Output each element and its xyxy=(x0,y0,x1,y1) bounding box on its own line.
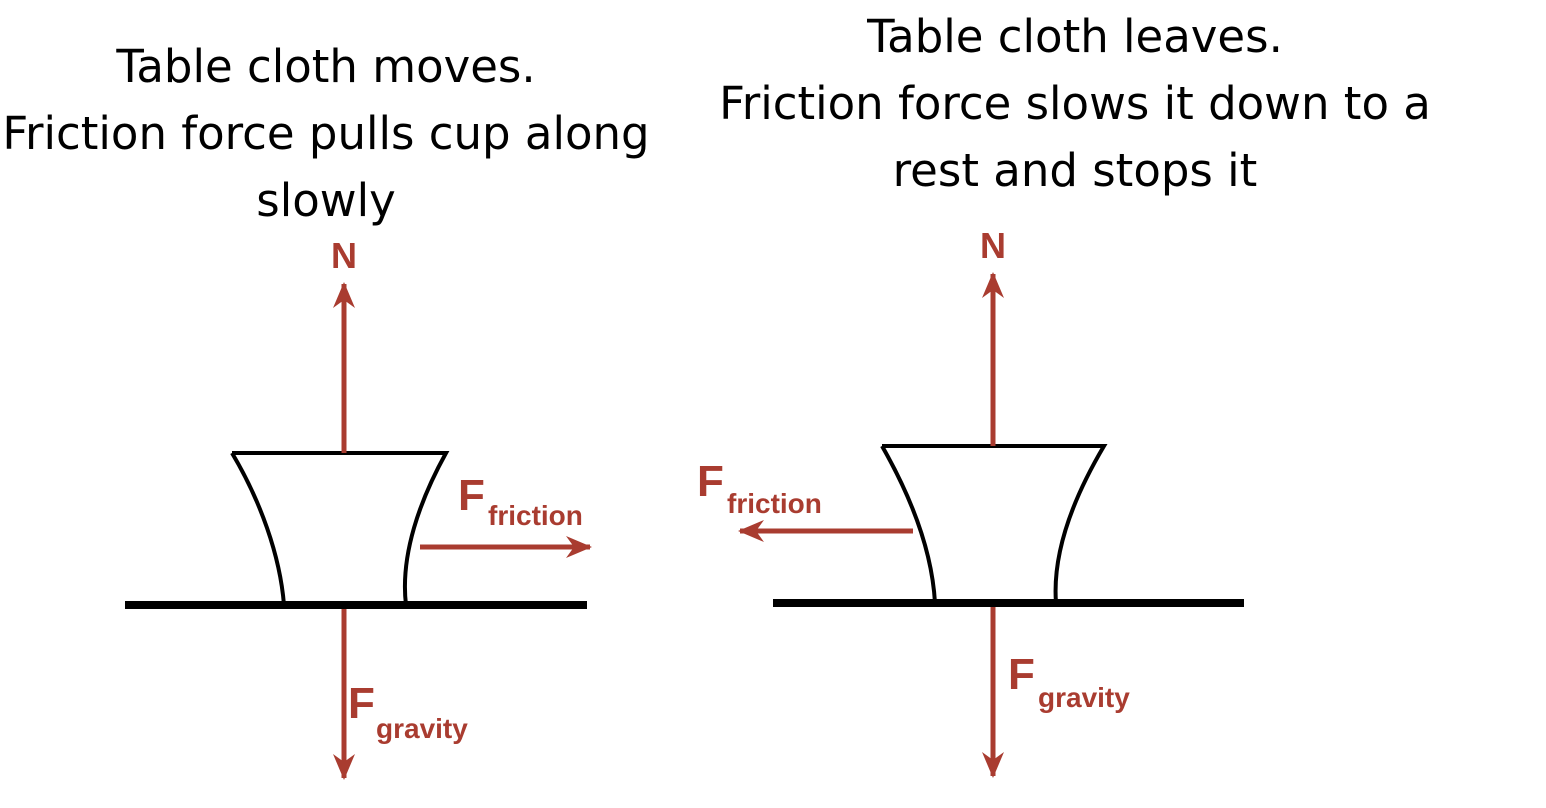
left-caption-line-1: Table cloth moves. xyxy=(116,40,536,93)
left-free-body-diagram: N F friction F gravity xyxy=(125,235,592,780)
right-normal-label: N xyxy=(980,225,1006,266)
right-friction-label-sub: friction xyxy=(727,488,822,519)
left-normal-label: N xyxy=(331,235,357,276)
left-cup xyxy=(230,451,450,606)
right-caption-line-2: Friction force slows it down to a xyxy=(719,77,1431,130)
left-caption: Table cloth moves. Friction force pulls … xyxy=(0,33,652,234)
right-caption: Table cloth leaves. Friction force slows… xyxy=(712,3,1438,204)
left-caption-line-2: Friction force pulls cup along xyxy=(2,107,650,160)
right-gravity-label-main: F xyxy=(1008,650,1035,699)
right-cup xyxy=(880,444,1108,604)
left-friction-label-sub: friction xyxy=(488,500,583,531)
right-caption-line-3: rest and stops it xyxy=(892,144,1258,197)
left-gravity-label-main: F xyxy=(348,679,375,728)
left-caption-line-3: slowly xyxy=(256,174,396,227)
right-friction-label-main: F xyxy=(697,457,724,506)
right-gravity-label-sub: gravity xyxy=(1038,682,1130,713)
right-free-body-diagram: N F friction F gravity xyxy=(697,225,1244,778)
right-caption-line-1: Table cloth leaves. xyxy=(867,10,1283,63)
left-gravity-label-sub: gravity xyxy=(376,713,468,744)
left-friction-label-main: F xyxy=(458,471,485,520)
